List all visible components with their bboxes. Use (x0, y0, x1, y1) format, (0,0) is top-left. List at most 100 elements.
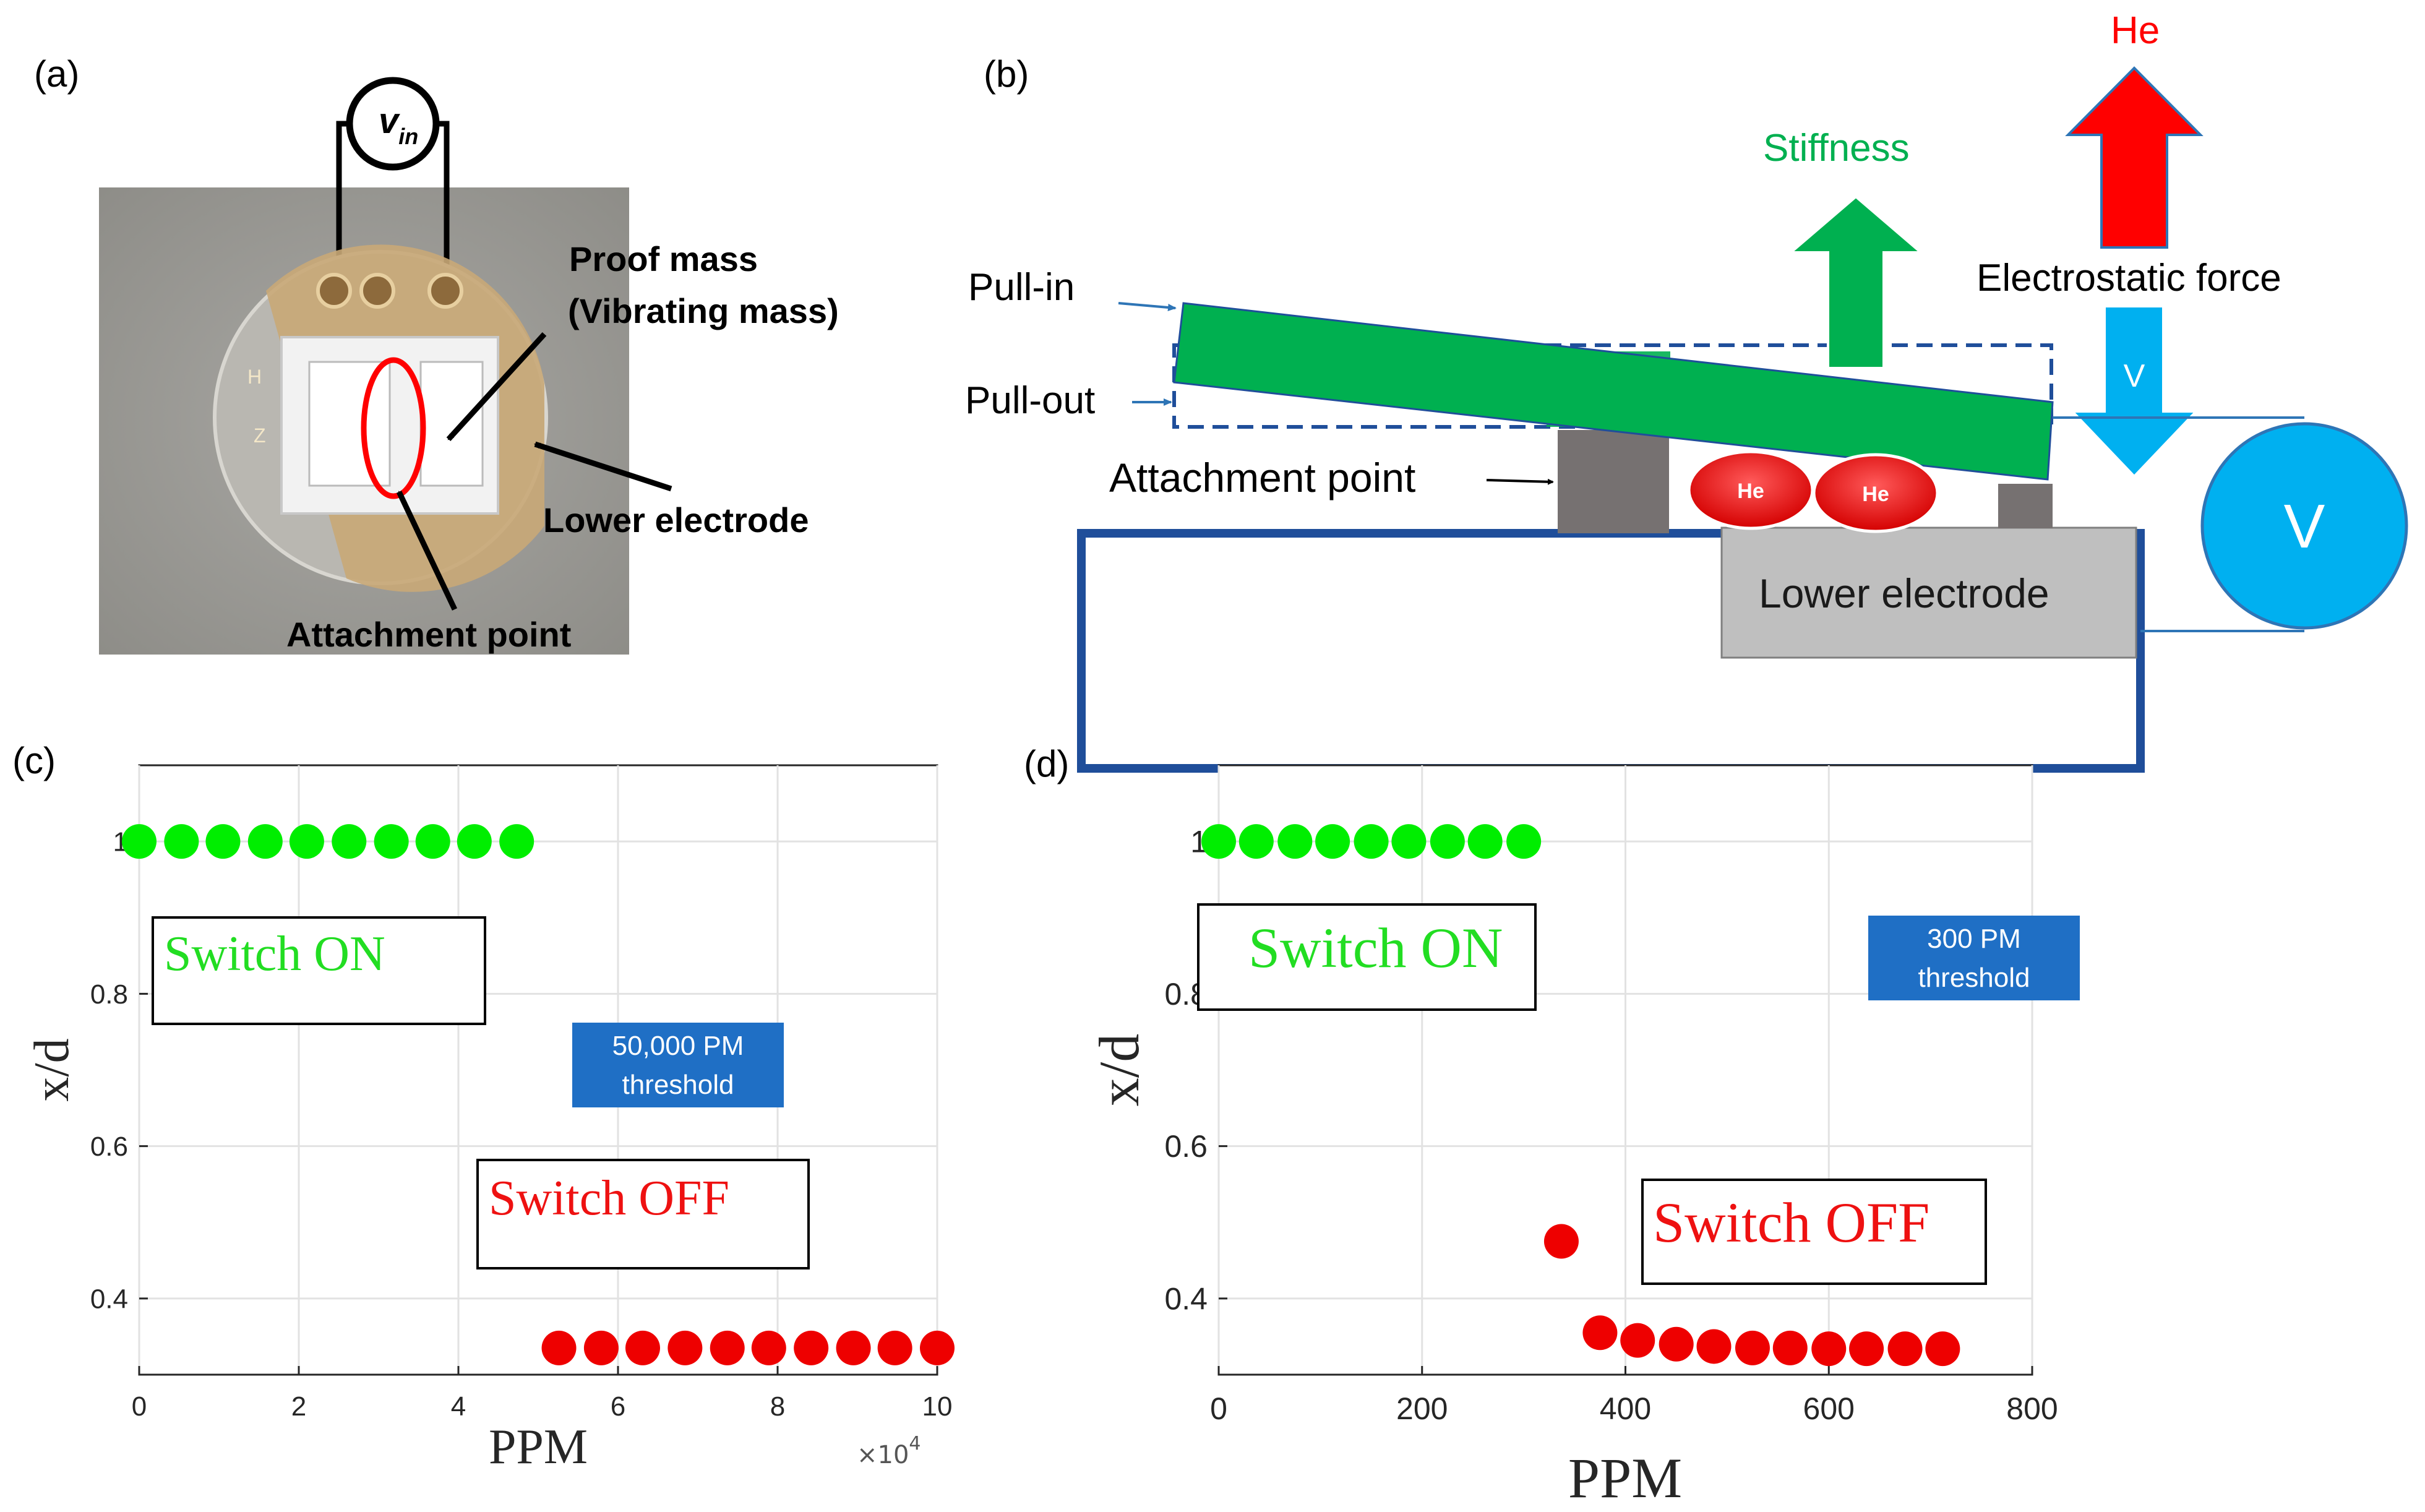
data-point (332, 824, 367, 859)
switch-on-box-c (152, 916, 486, 1025)
stopper-block (1998, 484, 2053, 528)
data-point (794, 1330, 829, 1365)
x-tick-label: 600 (1803, 1391, 1855, 1426)
data-point (583, 1330, 619, 1365)
data-point (1391, 824, 1427, 859)
chip-marking-1: H (247, 366, 262, 388)
data-point (415, 824, 450, 859)
x-tick-label: 6 (611, 1391, 625, 1422)
data-point (877, 1330, 912, 1365)
data-point (1506, 824, 1542, 859)
attachment-point-label-a: Attachment point (286, 615, 571, 654)
die-left (308, 361, 391, 487)
data-point (751, 1330, 786, 1365)
x-axis-label: PPM (1568, 1446, 1682, 1510)
he-arrow-up (2065, 66, 2204, 249)
y-axis-label: x/d (1088, 1034, 1151, 1107)
x-tick-label: 4 (451, 1391, 466, 1422)
anchor-block (1558, 430, 1669, 533)
data-point (1238, 824, 1274, 859)
y-axis-label: x/d (25, 1038, 79, 1101)
data-point (205, 824, 241, 859)
data-point (1696, 1329, 1732, 1364)
x-tick-label: 400 (1600, 1391, 1651, 1426)
he-molecule-1: He (1687, 450, 1814, 530)
y-tick-label: 0.6 (1164, 1129, 1208, 1164)
proof-mass-label-line2: (Vibrating mass) (568, 291, 839, 330)
switch-off-label-c: Switch OFF (489, 1171, 729, 1226)
chip-marking-2: Z (254, 424, 266, 447)
threshold-box-c (572, 1023, 784, 1107)
data-point (920, 1330, 955, 1365)
data-point (710, 1330, 745, 1365)
switch-on-label-d: Switch ON (1248, 916, 1503, 979)
he-molecule-2: He (1812, 453, 1939, 533)
x-tick-label: 10 (922, 1391, 953, 1422)
data-point (457, 824, 492, 859)
switch-on-label-c: Switch ON (164, 927, 385, 981)
data-point (1582, 1315, 1618, 1351)
panel-d-label: (d) (1024, 743, 1069, 784)
plot-area (138, 764, 938, 1376)
data-point (289, 824, 324, 859)
data-point (1887, 1331, 1923, 1367)
data-point (667, 1330, 703, 1365)
x-tick-label: 200 (1396, 1391, 1448, 1426)
threshold-line2-d: threshold (1918, 963, 2030, 993)
lower-electrode-label-a: Lower electrode (543, 500, 809, 539)
x-tick-label: 0 (132, 1391, 147, 1422)
voltage-source-label: V (2284, 492, 2325, 561)
data-point (836, 1330, 871, 1365)
panel-a: (a) vin H Z Proof mass (Vibrating mass) (34, 53, 839, 655)
threshold-line1-d: 300 PM (1927, 924, 2021, 954)
threshold-box-d (1868, 916, 2080, 1000)
stiffness-arrow (1787, 195, 1925, 369)
lower-electrode-arrow-a (534, 441, 672, 492)
data-point (1811, 1331, 1847, 1367)
threshold-line2-c: threshold (622, 1070, 734, 1100)
lower-electrode-label-b: Lower electrode (1759, 570, 2049, 616)
threshold-line1-c: 50,000 PM (612, 1031, 744, 1061)
proof-mass-label-line1: Proof mass (569, 239, 758, 278)
attachment-point-label-b: Attachment point (1109, 455, 1415, 500)
data-point (625, 1330, 660, 1365)
panel-a-label: (a) (34, 53, 79, 95)
data-point (1543, 1224, 1579, 1259)
proof-mass-plate (419, 361, 484, 487)
electrostatic-arrow-v: V (2124, 358, 2145, 394)
vin-symbol: vin (379, 101, 418, 149)
proof-mass-arrow (446, 332, 547, 442)
x-tick-label: 0 (1210, 1391, 1227, 1426)
data-point (541, 1330, 577, 1365)
data-point (499, 824, 534, 859)
data-point (1925, 1331, 1960, 1367)
x-tick-label: 2 (291, 1391, 306, 1422)
svg-text:He: He (1862, 483, 1889, 506)
x-tick-label: 800 (2006, 1391, 2058, 1426)
stiffness-label: Stiffness (1763, 127, 1910, 170)
data-point (164, 824, 199, 859)
attachment-ellipse (361, 357, 426, 499)
electrostatic-arrow (2069, 305, 2199, 478)
switch-off-box-d (1641, 1179, 1987, 1285)
data-point (1772, 1330, 1808, 1365)
attachment-point-arrow-a (396, 491, 458, 611)
data-point (1849, 1331, 1884, 1367)
data-point (1354, 824, 1389, 859)
x-exponent-c: ×104 (857, 1433, 921, 1469)
pull-in-arrow (1118, 302, 1177, 311)
switch-off-label-d: Switch OFF (1653, 1191, 1929, 1254)
vin-circle (346, 77, 440, 171)
y-tick-label: 0.4 (1164, 1281, 1208, 1316)
svg-text:He: He (1737, 479, 1764, 503)
y-tick-label: 0.4 (90, 1284, 128, 1314)
panel-b: (b) Lower electrode He He Pull-in Pull-o… (965, 9, 2408, 773)
data-point (1467, 824, 1503, 859)
pull-in-label: Pull-in (968, 266, 1075, 309)
data-point (374, 824, 409, 859)
pull-out-label: Pull-out (965, 379, 1095, 422)
